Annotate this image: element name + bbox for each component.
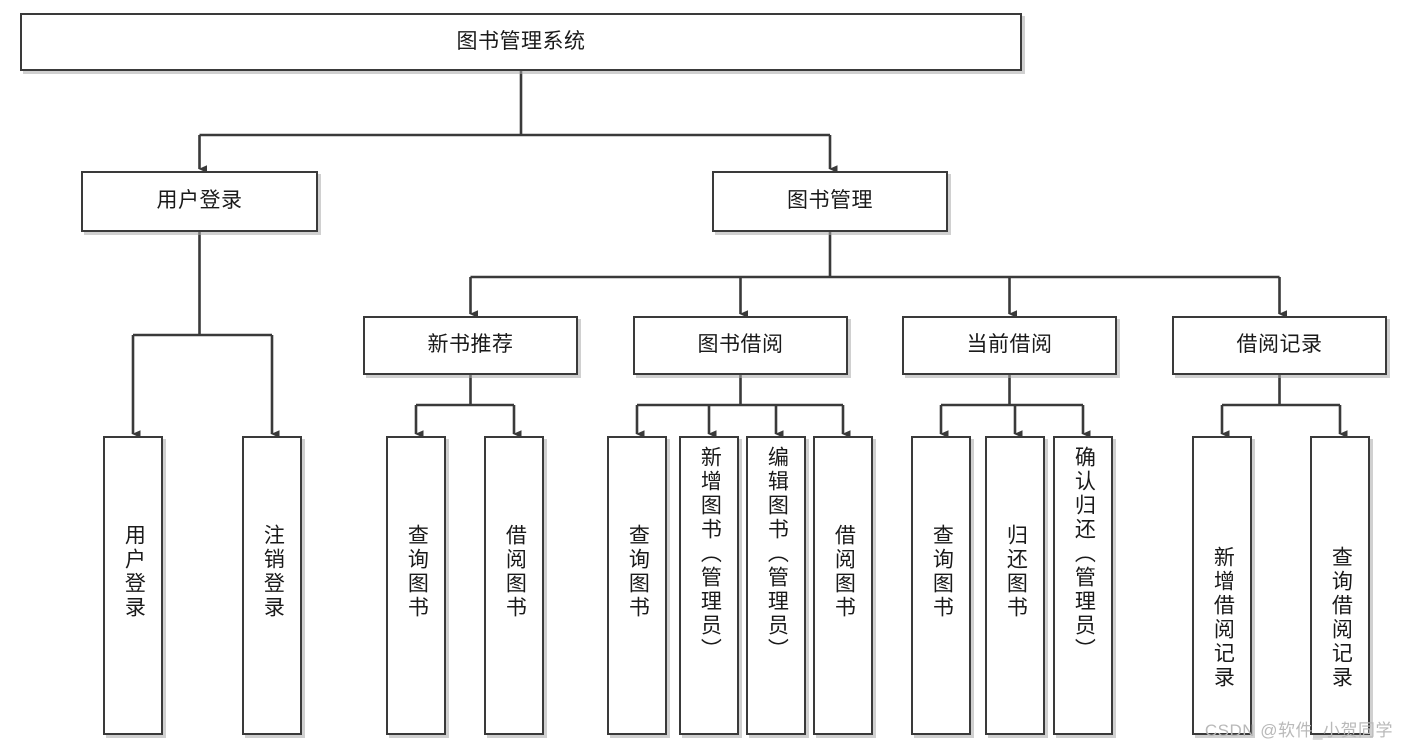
node-box-r_query[interactable]: 查询借阅记录: [1310, 436, 1370, 735]
node-box-bookmgmt[interactable]: 图书管理: [712, 171, 948, 232]
node-box-b_query[interactable]: 查询图书: [607, 436, 667, 735]
node-label-r_query: 查询借阅记录: [1329, 546, 1353, 690]
node-label-l_login: 用户登录: [122, 524, 146, 620]
node-box-b_edit[interactable]: 编辑图书（管理员）: [746, 436, 806, 735]
node-box-c_return[interactable]: 归还图书: [985, 436, 1045, 735]
node-box-current[interactable]: 当前借阅: [902, 316, 1117, 375]
node-label-c_return: 归还图书: [1004, 524, 1028, 620]
node-label-b_query: 查询图书: [626, 524, 650, 620]
node-box-login[interactable]: 用户登录: [81, 171, 318, 232]
node-box-l_login[interactable]: 用户登录: [103, 436, 163, 735]
node-label-c_confirm: 确认归还（管理员）: [1072, 446, 1096, 662]
node-box-newbooks[interactable]: 新书推荐: [363, 316, 578, 375]
node-label-l_logout: 注销登录: [261, 524, 285, 620]
node-box-n_borrow[interactable]: 借阅图书: [484, 436, 544, 735]
node-box-root[interactable]: 图书管理系统: [20, 13, 1022, 71]
node-label-n_borrow: 借阅图书: [503, 524, 527, 620]
node-box-borrow[interactable]: 图书借阅: [633, 316, 848, 375]
node-label-r_add: 新增借阅记录: [1211, 546, 1235, 690]
node-box-n_query[interactable]: 查询图书: [386, 436, 446, 735]
node-label-b_edit: 编辑图书（管理员）: [765, 446, 789, 662]
node-label-b_lend: 借阅图书: [832, 524, 856, 620]
node-box-c_query[interactable]: 查询图书: [911, 436, 971, 735]
node-label-records: 借阅记录: [1236, 333, 1323, 357]
csdn-watermark: CSDN @软件_小贺同学: [1204, 721, 1393, 740]
node-label-b_add: 新增图书（管理员）: [698, 446, 722, 662]
node-label-login: 用户登录: [156, 189, 243, 213]
node-box-r_add[interactable]: 新增借阅记录: [1192, 436, 1252, 735]
node-box-records[interactable]: 借阅记录: [1172, 316, 1387, 375]
node-label-newbooks: 新书推荐: [427, 333, 514, 357]
node-label-n_query: 查询图书: [405, 524, 429, 620]
node-box-b_lend[interactable]: 借阅图书: [813, 436, 873, 735]
node-label-bookmgmt: 图书管理: [787, 189, 873, 213]
node-box-l_logout[interactable]: 注销登录: [242, 436, 302, 735]
node-box-c_confirm[interactable]: 确认归还（管理员）: [1053, 436, 1113, 735]
node-label-current: 当前借阅: [966, 333, 1053, 357]
node-label-root: 图书管理系统: [456, 29, 586, 53]
node-box-b_add[interactable]: 新增图书（管理员）: [679, 436, 739, 735]
node-label-borrow: 图书借阅: [697, 333, 784, 357]
node-label-c_query: 查询图书: [930, 524, 954, 620]
